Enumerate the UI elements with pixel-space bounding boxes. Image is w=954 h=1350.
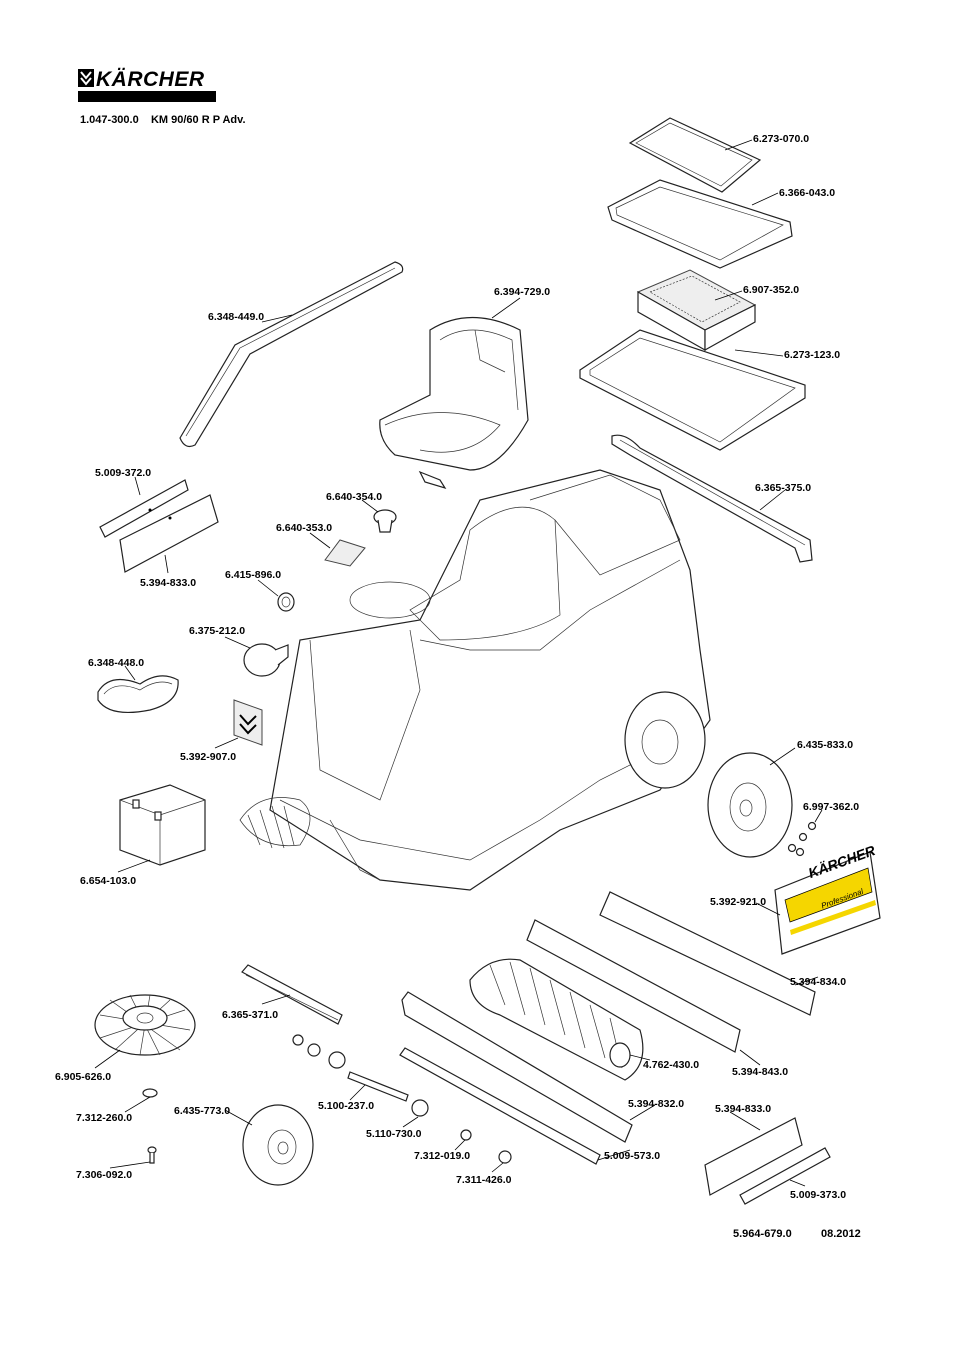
part-number-labels: 6.273-070.0 6.366-043.0 6.394-729.0 6.90…	[55, 133, 859, 1201]
washer-part	[142, 1088, 158, 1098]
part-label: 6.394-729.0	[494, 286, 550, 298]
part-label: 5.394-843.0	[732, 1066, 788, 1078]
middle-blade-part	[526, 919, 741, 1053]
lower-holder-part	[739, 1147, 831, 1205]
brand-underline	[78, 91, 216, 102]
bolts-part	[787, 821, 817, 857]
roller-brush-part	[469, 958, 644, 1081]
part-label: 6.273-123.0	[784, 349, 840, 361]
part-label: 6.654-103.0	[80, 875, 136, 887]
filter-part	[636, 269, 757, 352]
part-label: 5.394-833.0	[140, 577, 196, 589]
bracket-part	[324, 539, 366, 567]
part-label: 6.415-896.0	[225, 569, 281, 581]
part-label: 6.365-371.0	[222, 1009, 278, 1021]
lower-strip-part	[399, 1047, 601, 1165]
front-blade-part	[401, 991, 633, 1143]
seat-part	[379, 316, 529, 490]
part-label: 6.435-833.0	[797, 739, 853, 751]
rear-wheel-part	[707, 752, 793, 858]
leader-lines	[94, 139, 823, 1187]
seal-strip-part	[611, 434, 813, 563]
cap-part	[277, 592, 295, 612]
doc-date: 08.2012	[821, 1228, 861, 1240]
sweeper-machine-body	[239, 469, 711, 891]
part-label: 5.100-237.0	[318, 1100, 374, 1112]
part-label: 6.273-070.0	[753, 133, 809, 145]
filter-frame-part	[579, 329, 806, 451]
lower-plate-part	[704, 1117, 803, 1196]
seal-ring-part	[607, 179, 793, 269]
professional-sticker-part	[774, 851, 881, 955]
top-gasket-part	[628, 117, 762, 193]
battery-part	[119, 784, 206, 866]
doc-number: 5.964-679.0	[733, 1228, 792, 1240]
part-label: 6.997-362.0	[803, 801, 859, 813]
axle-assembly-part	[292, 1034, 512, 1164]
front-wheel-part	[242, 1104, 314, 1186]
model-name: KM 90/60 R P Adv.	[150, 114, 246, 126]
part-label: 5.009-573.0	[604, 1150, 660, 1162]
part-label: 4.762-430.0	[643, 1059, 699, 1071]
part-label: 5.110-730.0	[366, 1128, 422, 1140]
part-label: 6.435-773.0	[174, 1105, 230, 1117]
part-label: 5.394-833.0	[715, 1103, 771, 1115]
part-label: 5.394-834.0	[790, 976, 846, 988]
knob-part	[373, 509, 397, 533]
part-label: 6.375-212.0	[189, 625, 245, 637]
screw-part	[147, 1146, 157, 1164]
part-label: 5.394-832.0	[628, 1098, 684, 1110]
part-label: 6.640-353.0	[276, 522, 332, 534]
part-label: 7.306-092.0	[76, 1169, 132, 1181]
label-sticker-part	[233, 699, 263, 746]
part-label: 6.366-043.0	[779, 187, 835, 199]
bar-part	[241, 964, 343, 1025]
rear-blade-part	[599, 891, 816, 1016]
part-label: 6.905-626.0	[55, 1071, 111, 1083]
part-label: 5.392-921.0	[710, 896, 766, 908]
side-brush-part	[94, 994, 196, 1056]
part-label: 5.009-372.0	[95, 467, 151, 479]
part-number: 1.047-300.0	[80, 114, 139, 126]
part-label: 7.312-260.0	[76, 1112, 132, 1124]
part-label: 7.312-019.0	[414, 1150, 470, 1162]
page-title: 1.047-300.0 KM 90/60 R P Adv.	[80, 114, 246, 126]
part-label: 6.348-449.0	[208, 311, 264, 323]
brand-name: KÄRCHER	[96, 68, 205, 91]
part-label: 6.907-352.0	[743, 284, 799, 296]
part-label: 5.392-907.0	[180, 751, 236, 763]
small-belt-part	[97, 675, 179, 713]
part-label: 6.365-375.0	[755, 482, 811, 494]
part-label: 7.311-426.0	[456, 1174, 512, 1186]
kaercher-logo-icon	[78, 69, 94, 87]
part-label: 5.009-373.0	[790, 1189, 846, 1201]
plate-part	[99, 479, 219, 573]
part-label: 6.640-354.0	[326, 491, 382, 503]
horn-part	[243, 643, 289, 677]
long-belt-part	[179, 261, 404, 448]
part-label: 6.348-448.0	[88, 657, 144, 669]
